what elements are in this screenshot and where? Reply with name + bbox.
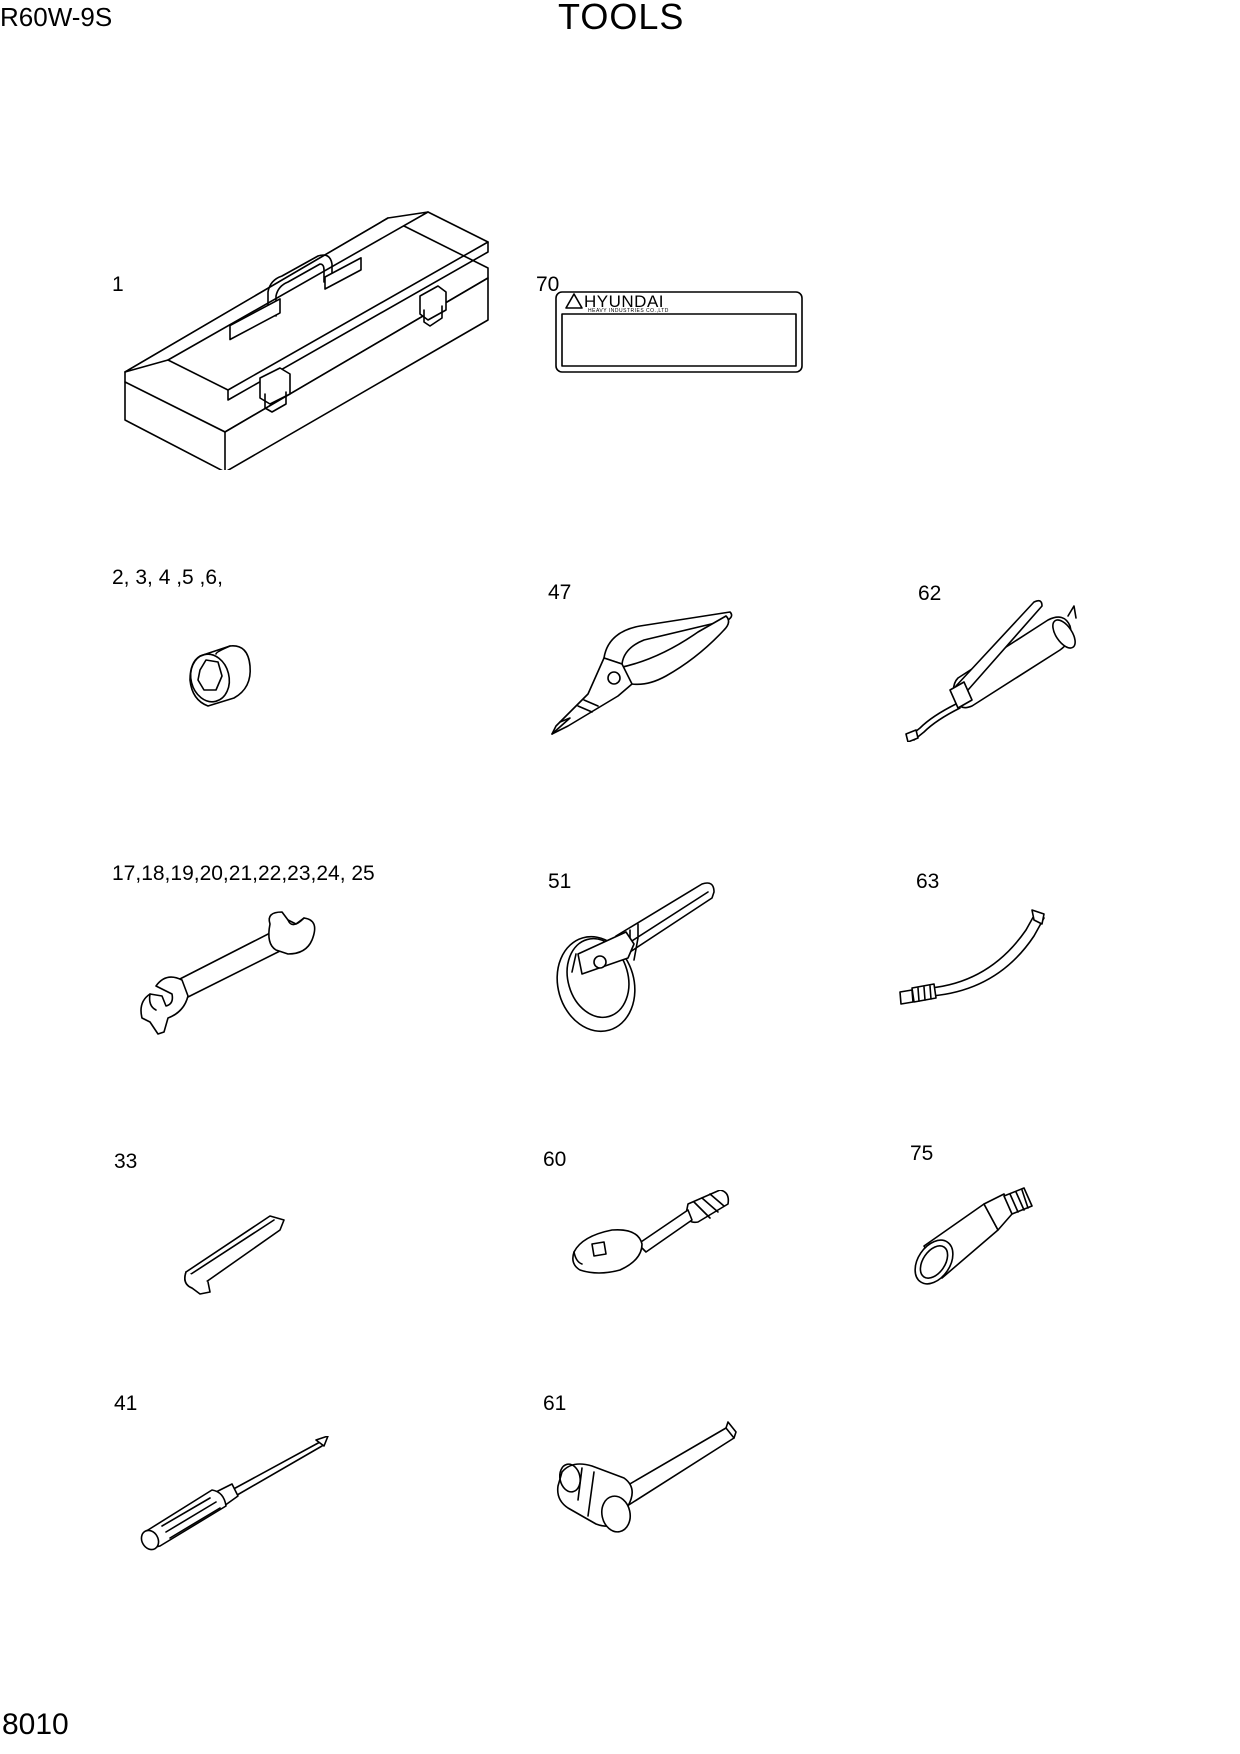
part-label-pliers: 47	[548, 581, 572, 604]
part-label-ratchet: 60	[543, 1148, 567, 1171]
pliers-icon	[548, 610, 738, 740]
part-label-grease-gun: 62	[918, 582, 942, 605]
spanner-icon	[136, 910, 326, 1036]
grease-gun-icon	[898, 596, 1088, 742]
filter-wrench-icon	[552, 880, 722, 1036]
hammer-icon	[556, 1420, 738, 1542]
page-number: 8010	[2, 1708, 69, 1741]
screwdriver-icon	[140, 1436, 330, 1554]
decal-plate-icon	[554, 290, 804, 374]
part-label-adapter: 75	[910, 1142, 934, 1165]
model-number: R60W-9S	[0, 2, 113, 32]
part-label-decal: 70	[536, 273, 560, 296]
adapter-icon	[912, 1186, 1040, 1290]
ratchet-handle-icon	[568, 1190, 734, 1290]
part-label-hex-key: 33	[114, 1150, 138, 1173]
part-label-hose: 63	[916, 870, 940, 893]
hex-key-icon	[182, 1212, 286, 1298]
part-label-screwdriver: 41	[114, 1392, 138, 1415]
page-title: TOOLS	[558, 0, 685, 37]
part-label-filter-wrench: 51	[548, 870, 572, 893]
toolbox-icon	[120, 210, 500, 470]
part-label-socket: 2, 3, 4 ,5 ,6,	[112, 566, 223, 589]
hose-icon	[890, 908, 1054, 1008]
decal-brand: HYUNDAI	[584, 292, 665, 311]
decal-subtext: HEAVY INDUSTRIES CO.,LTD	[588, 308, 669, 314]
part-label-tool-box: 1	[112, 273, 124, 296]
socket-icon	[186, 640, 256, 712]
part-label-hammer: 61	[543, 1392, 567, 1415]
part-label-spanner: 17,18,19,20,21,22,23,24, 25	[112, 862, 375, 885]
